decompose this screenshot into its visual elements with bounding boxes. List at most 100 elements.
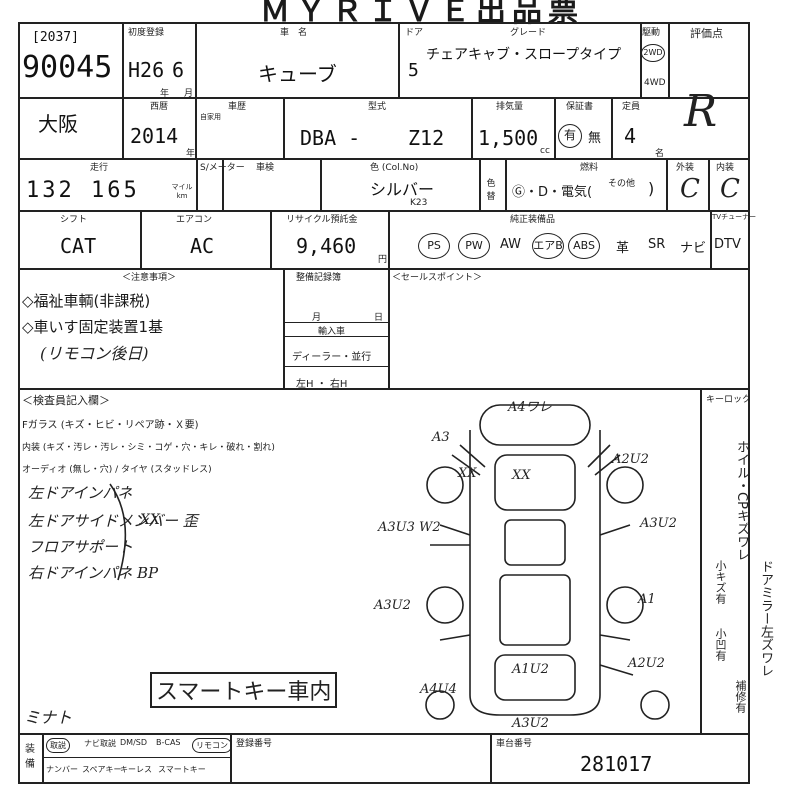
registration-label: 初度登録 [128, 28, 165, 38]
recycle: 9,460 [296, 234, 357, 258]
lot-number: 90045 [22, 50, 113, 85]
side-note: 小キズ有 [714, 560, 727, 604]
damage-mark: A3U2 [374, 598, 411, 613]
exterior: C [680, 174, 700, 204]
doors: 5 [408, 60, 419, 81]
grade-label: グレード [510, 28, 547, 38]
damage-mark: XX [458, 466, 477, 481]
inspector-label: ＜検査員記入欄＞ [22, 394, 110, 407]
aircon: AC [190, 234, 215, 258]
key-lock-label: キーロック [706, 395, 752, 405]
exterior-label: 外装 [676, 163, 695, 173]
equipment-item: PS [418, 233, 450, 259]
footer-group-label: 装備 [25, 744, 35, 770]
damage-mark: A4ワレ [508, 400, 552, 415]
registration-era: H26 [128, 58, 165, 82]
displacement: 1,500 [478, 126, 539, 150]
side-note: 補修有 [734, 680, 747, 713]
model-label: 型式 [368, 102, 387, 112]
damage-mark: A1U2 [512, 662, 549, 677]
recycle-unit: 円 [378, 255, 388, 265]
note-line: (リモコン後日) [40, 344, 149, 363]
hand-note: フロアサポート [28, 538, 134, 556]
equipment-item: PW [458, 233, 490, 259]
damage-mark: A2U2 [612, 452, 649, 467]
registration-month: 6 [172, 58, 185, 82]
notes-label: ＜注意事項＞ [122, 273, 177, 283]
model-code: Z12 [408, 126, 445, 150]
lot-bracket: [2037] [32, 30, 79, 45]
equipment-item: DTV [714, 237, 741, 252]
capacity: 4 [624, 124, 637, 148]
side-note: ホイル・CPキズワレ [734, 440, 749, 561]
fuel-options: Ⓖ・D・電気( [512, 185, 593, 200]
footer-item: ナビ取説 [84, 739, 116, 748]
equipment-item: ナビ [680, 241, 707, 256]
score-value: R [684, 86, 718, 137]
dealer-option: ディーラー・並行 [292, 352, 372, 363]
damage-mark: XX [512, 468, 531, 483]
fuel-other: その他 [608, 179, 636, 189]
footer-item: DM/SD [120, 738, 147, 747]
mileage-meter: S/メーター [200, 163, 245, 173]
car-name: キューブ [258, 62, 337, 86]
aircon-label: エアコン [176, 215, 213, 225]
hand-xx: XX [140, 512, 160, 528]
sheet-title: ＭＹＲＩＶＥ出品票 [260, 0, 584, 29]
fuel-close: ) [648, 179, 655, 198]
side-note: ドアミラー左ズワレ [758, 560, 773, 677]
record-book-label: 整備記録簿 [296, 273, 342, 283]
shift: CAT [60, 234, 97, 258]
handle-option: 左H ・ 右H [296, 379, 348, 390]
score-label: 評価点 [690, 27, 723, 40]
registration-month-unit: 月 [184, 89, 194, 99]
recycle-label: リサイクル預託金 [286, 215, 358, 225]
color-code: K23 [410, 198, 428, 208]
shaken-label: 車検 [256, 163, 275, 173]
color-label: 色 (Col.No) [370, 163, 419, 173]
footer-item: ナンバー [46, 765, 78, 774]
drive-2wd: 2WD [641, 44, 665, 62]
interior-line: 内装 (キズ・汚レ・汚レ・シミ・コゲ・穴・キレ・破れ・割れ) [22, 443, 275, 453]
doors-label: ドア [405, 28, 424, 38]
car-name-label: 車 名 [280, 28, 308, 38]
color: シルバー [370, 180, 435, 199]
warranty-no: 無 [588, 131, 602, 146]
inspector-signature: ミナト [24, 708, 73, 727]
hand-note: 左ドアサイドメンバー 歪 [28, 512, 198, 530]
glass-line: Fガラス (キズ・ヒビ・リペア跡・Ｘ要) [22, 420, 199, 431]
shift-label: シフト [60, 215, 88, 225]
smart-key-note: スマートキー車内 [150, 672, 338, 708]
sales-point-label: ＜セールスポイント＞ [392, 273, 483, 283]
model-year-label: 西暦 [150, 102, 169, 112]
damage-mark: A3U2 [512, 716, 549, 731]
equipment-item: 革 [616, 241, 630, 256]
damage-mark: A4U4 [420, 682, 457, 697]
registration-year-unit: 年 [160, 89, 170, 99]
model-year: 2014 [130, 124, 179, 148]
equipment-item: AW [500, 237, 522, 252]
car-diagram [425, 404, 670, 720]
record-month: 月 [312, 313, 322, 323]
side-note: 小凹有 [714, 628, 727, 661]
mileage-label: 走行 [90, 163, 109, 173]
footer-item: スペアキー [82, 765, 122, 774]
equipment-label: 純正装備品 [510, 215, 556, 225]
interior-label: 内装 [716, 163, 735, 173]
displacement-label: 排気量 [496, 102, 524, 112]
fuel-label: 燃料 [580, 163, 599, 173]
drive-label: 駆動 [642, 28, 661, 38]
mileage: 132 165 [26, 178, 140, 203]
inspection-label: 車歴 [228, 102, 247, 112]
damage-mark: A3U2 [640, 516, 677, 531]
damage-mark: A3U3 W2 [378, 520, 441, 535]
tv-label: TVチューナー [712, 213, 757, 221]
equipment-item: SR [648, 237, 666, 252]
footer-item: 取説 [46, 738, 70, 753]
capacity-label: 定員 [622, 102, 641, 112]
reg-label: 登録番号 [236, 739, 273, 749]
capacity-unit: 名 [655, 149, 665, 159]
color-repaint: 色替 [486, 179, 496, 202]
grade: チェアキャブ・スロープタイプ [426, 47, 622, 63]
import-label: 輸入車 [318, 327, 346, 337]
